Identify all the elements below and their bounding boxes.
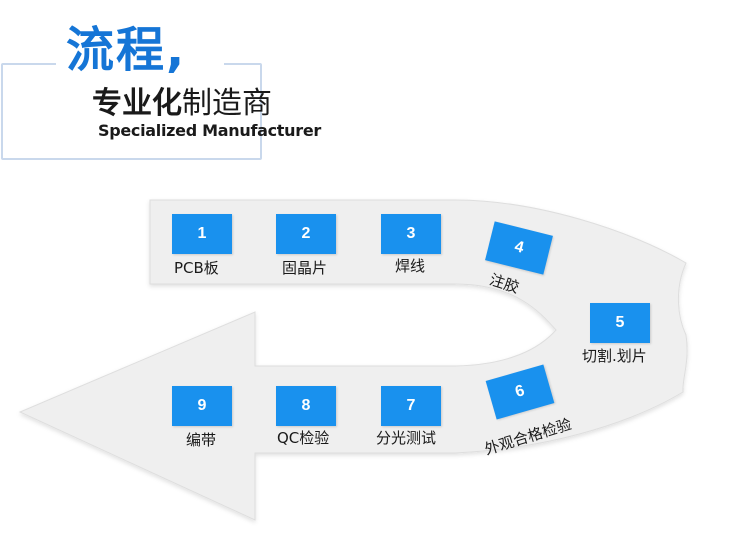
step-8-label: QC检验 <box>277 429 330 447</box>
step-1-label: PCB板 <box>174 259 219 277</box>
step-1-box: 1 <box>172 214 232 254</box>
page-subtitle-en: Specialized Manufacturer <box>98 121 321 140</box>
step-7-box: 7 <box>381 386 441 426</box>
subtitle-rest: 制造商 <box>182 86 272 121</box>
step-9-box: 9 <box>172 386 232 426</box>
step-5-label: 切割.划片 <box>582 347 647 365</box>
step-2-label: 固晶片 <box>282 259 328 277</box>
step-7-label: 分光测试 <box>376 429 437 447</box>
title-frame-gap <box>56 55 224 75</box>
page-subtitle: 专业化制造商 <box>92 86 272 122</box>
step-2-box: 2 <box>276 214 336 254</box>
step-5-box: 5 <box>590 303 650 343</box>
step-3-box: 3 <box>381 214 441 254</box>
step-3-label: 焊线 <box>395 257 426 275</box>
arrow-shape <box>18 199 688 521</box>
step-9-label: 编带 <box>186 431 217 449</box>
page-title: 流程, <box>66 22 187 78</box>
step-8-box: 8 <box>276 386 336 426</box>
subtitle-bold: 专业化 <box>92 86 182 121</box>
